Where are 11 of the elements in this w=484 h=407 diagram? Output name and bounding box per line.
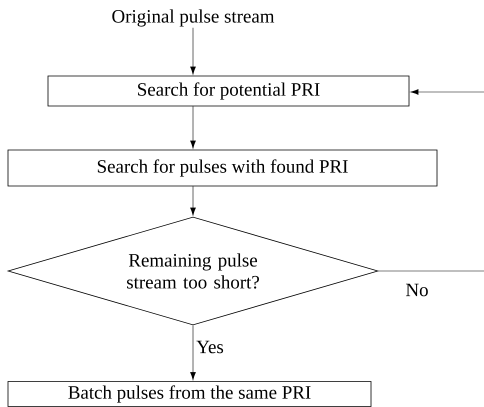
- process-box: Search for pulses with found PRI: [8, 150, 438, 186]
- input-label: Original pulse stream: [112, 9, 274, 27]
- arrow: [410, 89, 484, 95]
- process-box: Search for potential PRI: [48, 76, 410, 106]
- arrow: [190, 106, 196, 149]
- edge-label: No: [404, 282, 430, 298]
- process-box: Batch pulses from the same PRI: [8, 381, 372, 407]
- arrow: [190, 325, 196, 380]
- arrow: [190, 186, 196, 216]
- edge-label: Yes: [195, 340, 225, 354]
- arrow: [190, 28, 196, 75]
